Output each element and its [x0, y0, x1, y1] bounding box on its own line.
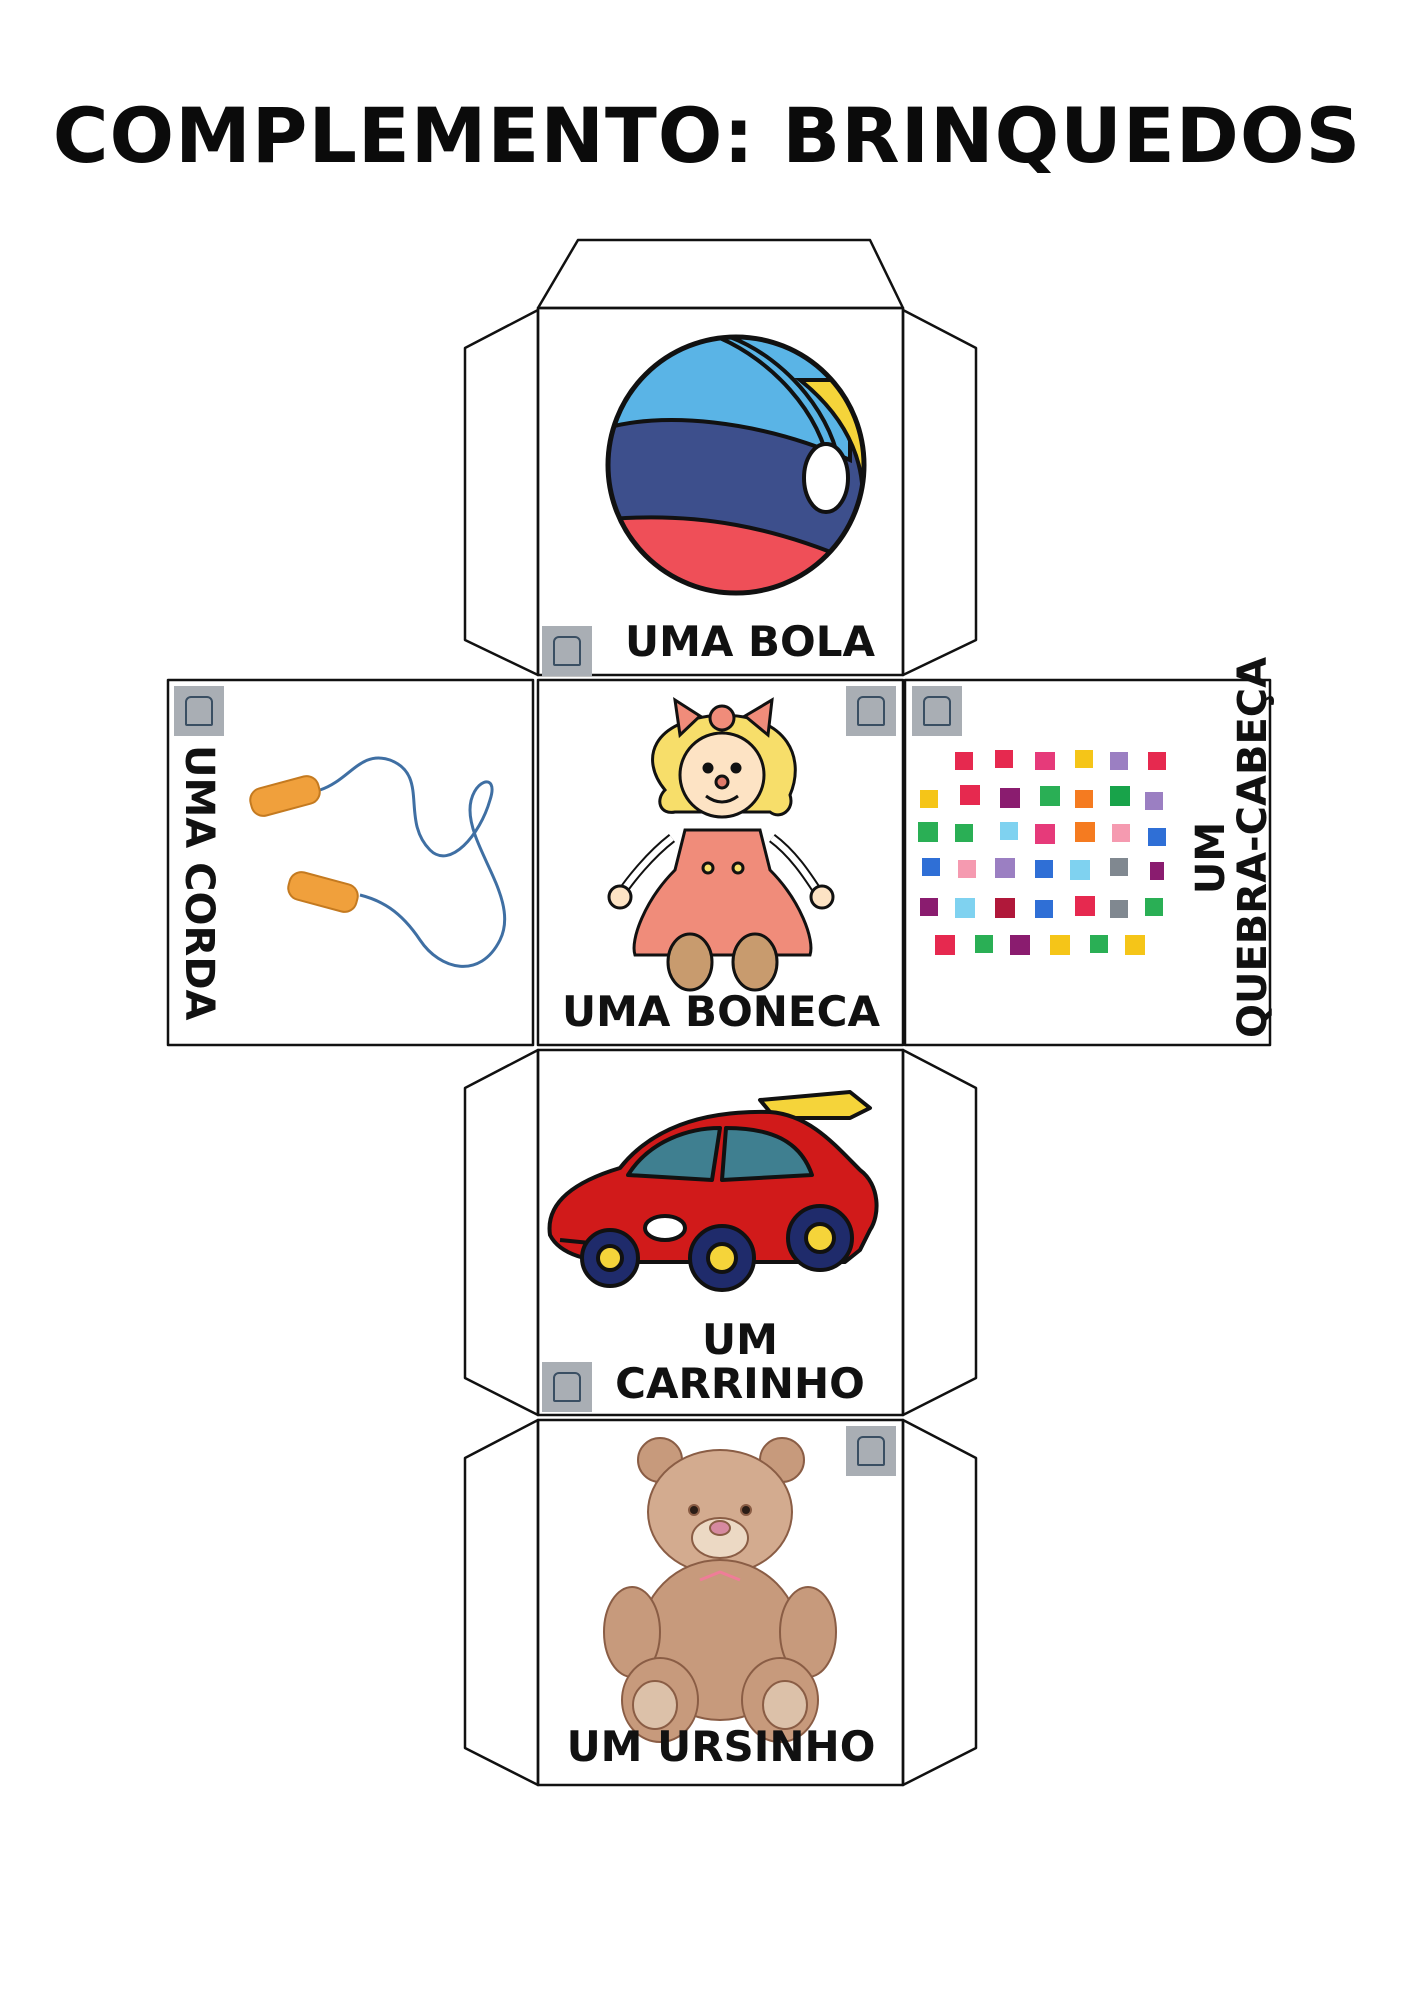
face-quebra-cabeca	[903, 678, 1272, 1047]
puzzle-pieces-icon	[918, 750, 1166, 955]
label-quebra-line1: UM	[1188, 821, 1234, 895]
jump-rope-icon	[319, 756, 507, 968]
school-logo-icon	[846, 1426, 896, 1476]
label-carrinho: UM CARRINHO	[590, 1315, 890, 1409]
side-tab-ursinho-right	[901, 1418, 978, 1787]
label-quebra-line2: QUEBRA-CABEÇA	[1230, 656, 1276, 1038]
school-logo-icon	[542, 626, 592, 676]
page-title: COMPLEMENTO: BRINQUEDOS	[52, 91, 1362, 180]
label-corda: UMA CORDA	[176, 745, 222, 1021]
side-tab-bola-left	[463, 308, 540, 677]
school-logo-icon	[912, 686, 962, 736]
side-tab-carrinho-left	[463, 1048, 540, 1417]
label-carrinho-line2: CARRINHO	[615, 1359, 865, 1409]
school-logo-icon	[846, 686, 896, 736]
side-tab-ursinho-left	[463, 1418, 540, 1787]
teddy-bear-icon	[603, 1437, 837, 1743]
top-glue-tab	[536, 238, 905, 310]
side-tab-bola-right	[901, 308, 978, 677]
school-logo-icon	[542, 1362, 592, 1412]
rope-handles	[249, 775, 359, 913]
label-quebra-cabeca: UM QUEBRA-CABEÇA	[1188, 656, 1276, 1038]
toy-car-icon	[547, 1090, 879, 1292]
side-tab-carrinho-right	[901, 1048, 978, 1417]
school-logo-icon	[174, 686, 224, 736]
face-corda	[166, 678, 535, 1047]
label-carrinho-line1: UM	[702, 1315, 778, 1364]
ball-icon	[605, 334, 867, 596]
label-bola: UMA BOLA	[624, 617, 875, 666]
label-boneca: UMA BONECA	[562, 987, 880, 1036]
face-boneca	[536, 678, 905, 1047]
label-ursinho: UM URSINHO	[566, 1722, 876, 1771]
doll-icon	[607, 696, 835, 992]
